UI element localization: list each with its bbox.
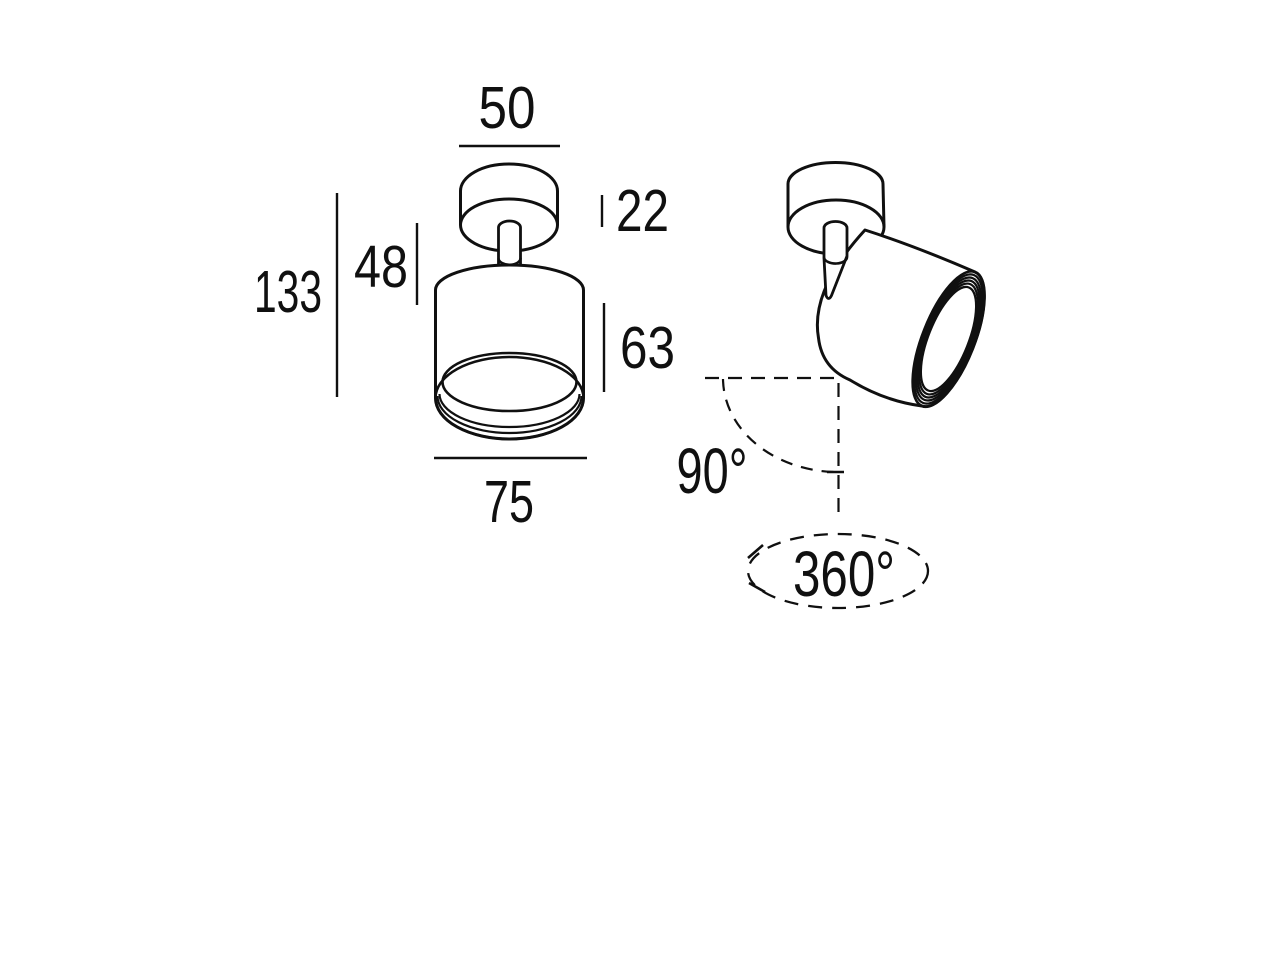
rotation-arrow-icon	[747, 544, 766, 594]
dim-label-canopy-width: 50	[479, 75, 536, 141]
lens-thread-ring-3d-5	[919, 285, 978, 393]
dim-label-body-height: 63	[620, 315, 675, 381]
trim-ring-outer	[434, 355, 585, 441]
rotation-ellipse	[746, 532, 930, 610]
tilt-angle-label: 90°	[677, 435, 748, 507]
dim-label-stem-height: 48	[354, 234, 408, 300]
stem-pivot-3d	[822, 220, 849, 300]
rotation-angle-label: 360°	[793, 538, 895, 610]
lens-thread-ring-3d-3	[916, 279, 981, 399]
dim-label-body-width: 75	[484, 469, 534, 535]
lens-thread-ring-3d-4	[918, 282, 979, 396]
trim-ring-inner	[438, 393, 581, 429]
front-view: 50 75 63 22 48 133	[254, 75, 675, 535]
lens-rim-outer-3d	[911, 270, 986, 408]
stem-outline	[497, 219, 522, 267]
stem-joint-line-3d	[822, 256, 849, 265]
lens-thread-ring-3d-2	[914, 276, 983, 402]
trim-ring-middle	[436, 395, 583, 435]
dim-label-canopy-height: 22	[616, 178, 669, 244]
lens-ellipse	[441, 351, 578, 413]
perspective-view: 90° 360°	[677, 161, 986, 610]
dim-label-total-height: 133	[254, 259, 322, 325]
